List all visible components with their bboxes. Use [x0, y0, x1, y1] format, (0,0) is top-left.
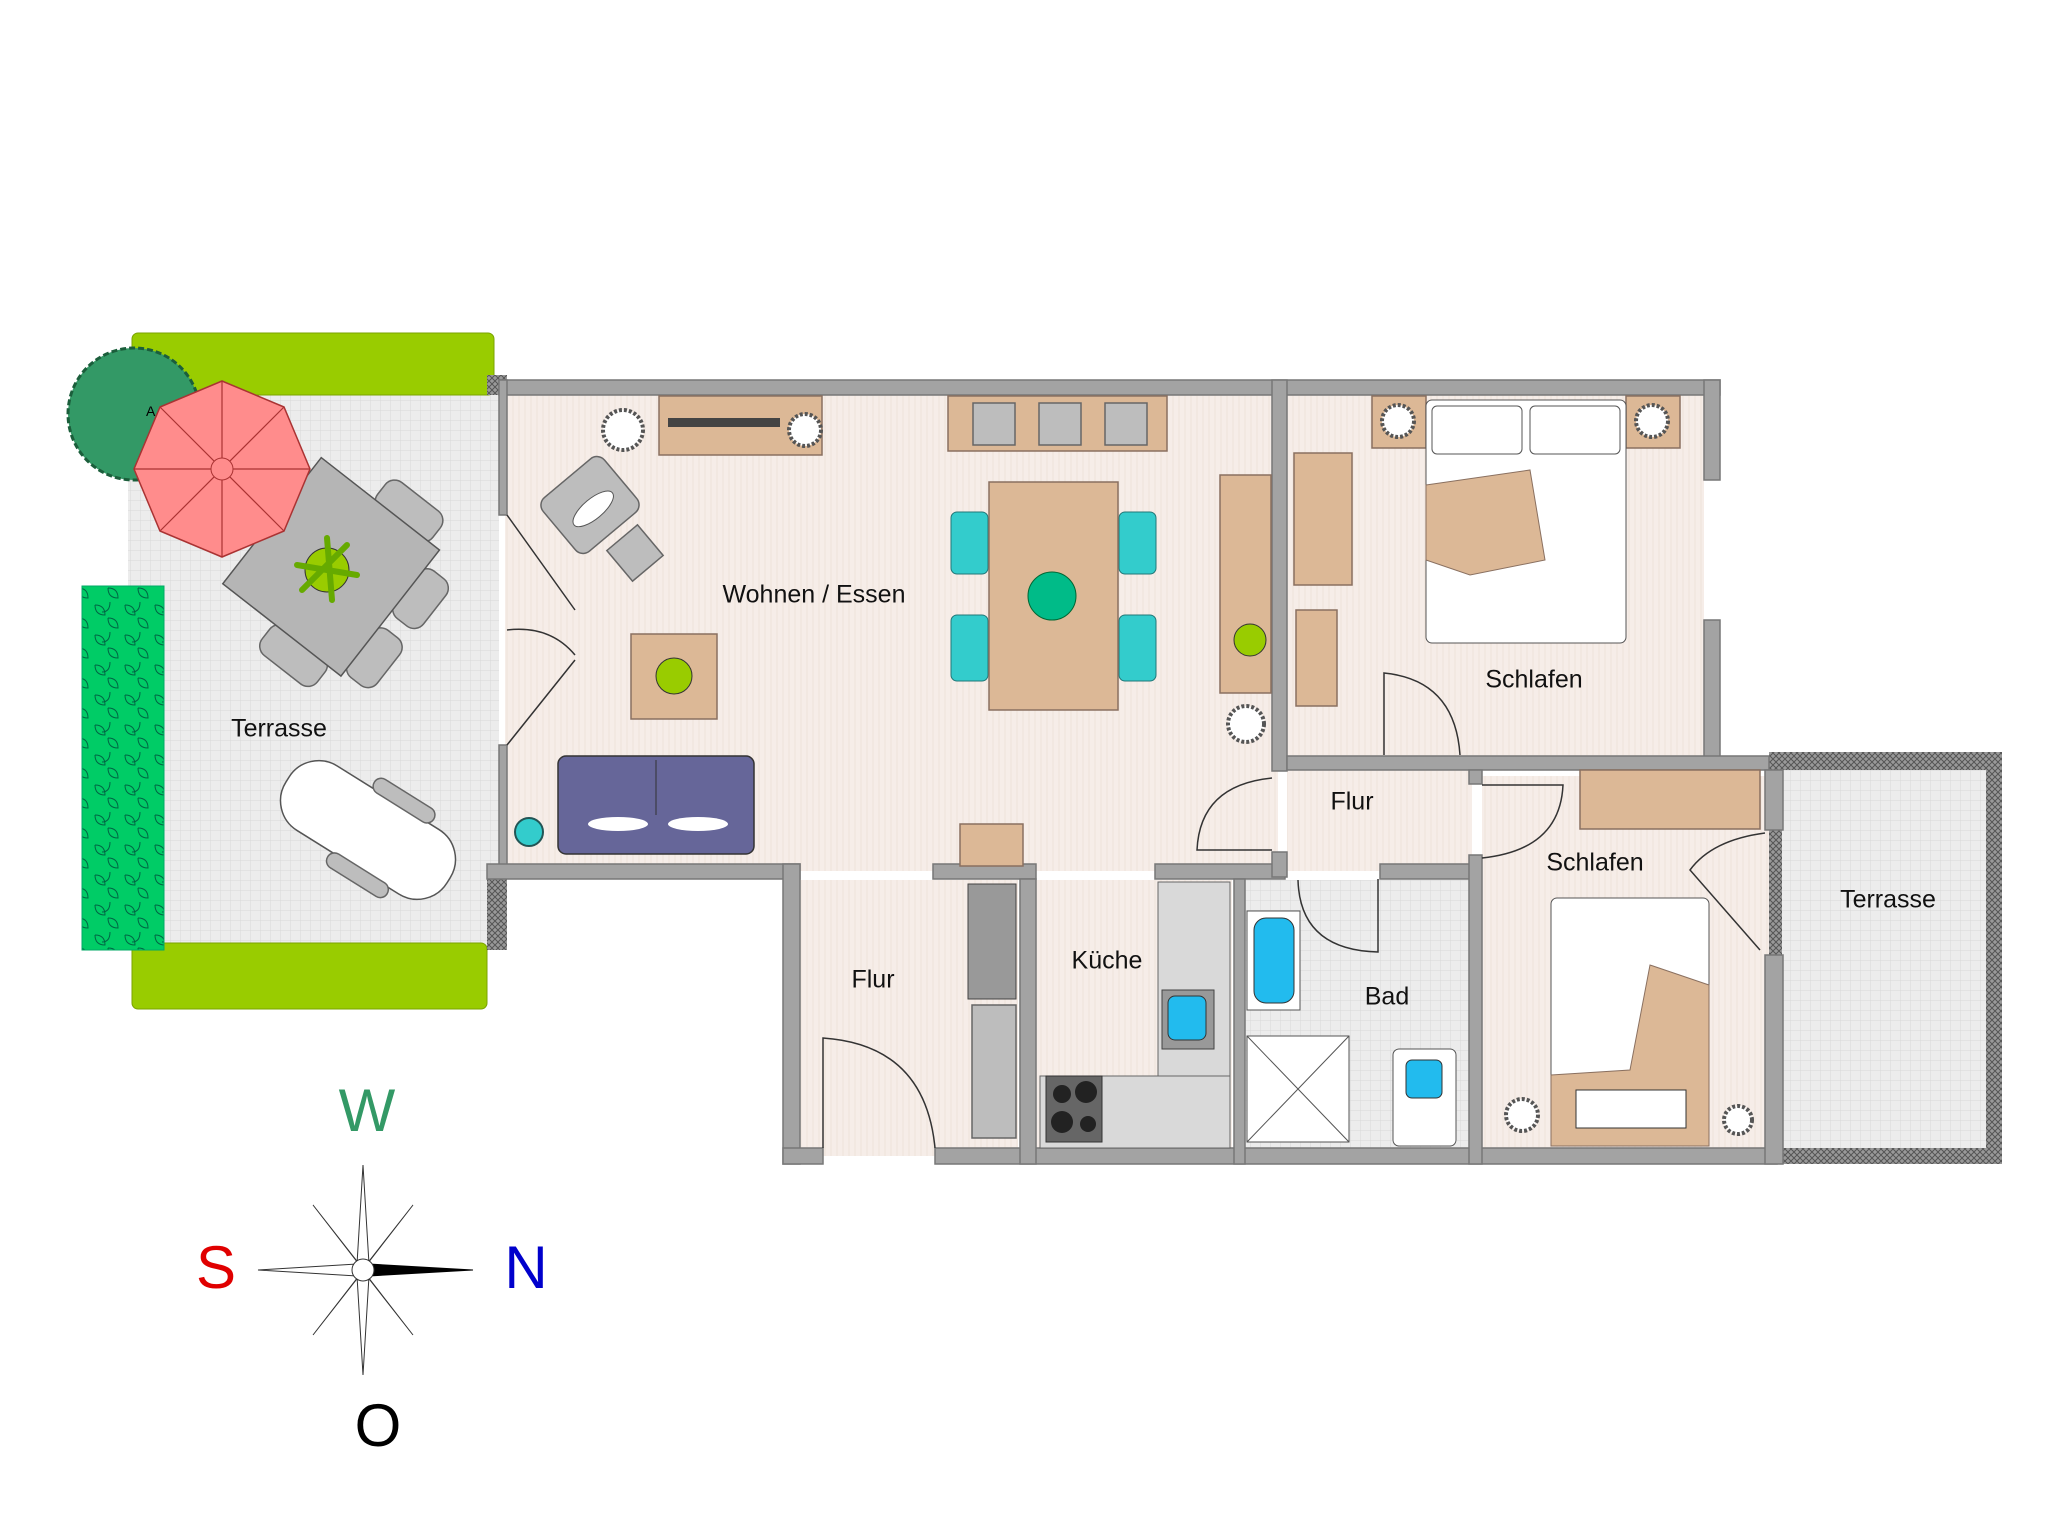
- wardrobe: [1579, 769, 1761, 830]
- bathtub-icon: [1246, 910, 1301, 1011]
- bed-icon-2: [1504, 897, 1754, 1147]
- room-label-living: Wohnen / Essen: [723, 581, 906, 609]
- sideboard: [947, 395, 1168, 452]
- door-bedroom2: [1481, 784, 1564, 859]
- door-bath: [1297, 879, 1379, 953]
- compass-west: W: [339, 1077, 396, 1144]
- room-label-bath: Bad: [1365, 983, 1409, 1011]
- coat-rack: [971, 1004, 1017, 1139]
- sofa-icon: [557, 755, 755, 855]
- footstool: [605, 523, 665, 583]
- hedge-side: [81, 585, 165, 951]
- compass-south: S: [196, 1234, 236, 1301]
- lamp-icon: [514, 408, 1266, 847]
- bed-icon: [1371, 395, 1681, 644]
- side-cabinet: [1295, 609, 1338, 707]
- room-label-terrace-west: Terrasse: [231, 715, 327, 743]
- room-label-hall-lower: Flur: [851, 966, 894, 994]
- compass-rose-icon: [257, 1164, 474, 1376]
- compass-north: N: [504, 1234, 547, 1301]
- room-label-bedroom1: Schlafen: [1485, 666, 1582, 694]
- shower-icon: [1246, 1035, 1350, 1143]
- room-label-kitchen: Küche: [1072, 947, 1143, 975]
- room-label-hall-upper: Flur: [1330, 788, 1373, 816]
- small-box: [959, 823, 1024, 867]
- door-bedroom1: [1383, 672, 1461, 756]
- hedge-bottom: [131, 942, 488, 1010]
- cabinet: [1219, 474, 1272, 694]
- walls: [486, 379, 1784, 1165]
- coffee-table: [630, 633, 718, 720]
- toilet-icon: [1392, 1048, 1457, 1147]
- dining-table: [950, 481, 1157, 711]
- room-label-terrace-east: Terrasse: [1840, 886, 1936, 914]
- room-label-bedroom2: Schlafen: [1546, 849, 1643, 877]
- door-terrace-east: [1689, 832, 1766, 951]
- dresser: [1293, 452, 1353, 586]
- wardrobe-hall: [967, 883, 1017, 1000]
- hall-upper-floor: [1287, 766, 1472, 871]
- compass-east: O: [355, 1392, 402, 1459]
- patio-door: [506, 514, 576, 746]
- door-living: [1196, 777, 1273, 851]
- terrace-west: A Terrasse: [66, 332, 507, 1010]
- armchair-icon: [540, 455, 640, 555]
- umbrella-icon: [133, 380, 311, 558]
- entrance-door: [822, 1037, 936, 1149]
- tree-label: A: [146, 403, 156, 419]
- kitchen-counter: [1039, 881, 1231, 1149]
- plant-icon: [294, 535, 360, 603]
- sun-lounger-icon: [279, 759, 457, 901]
